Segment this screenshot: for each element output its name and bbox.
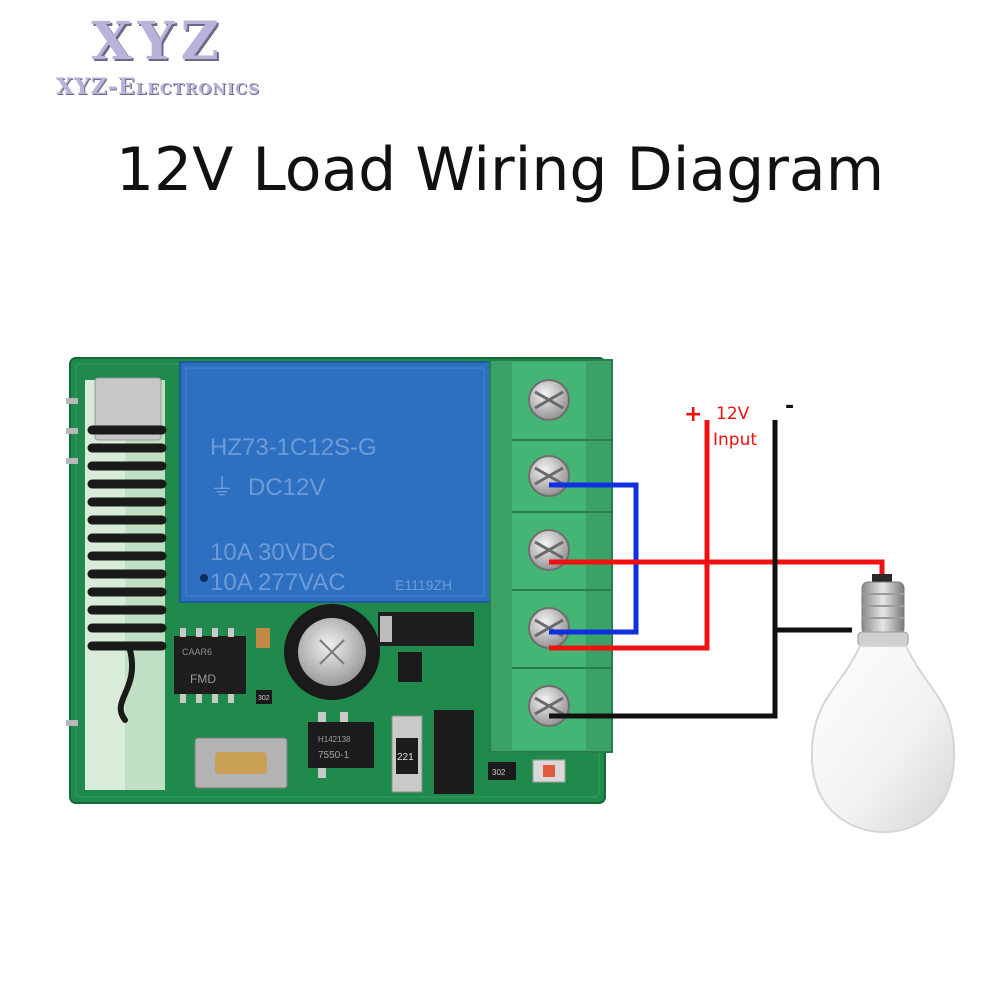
resistor-small-label: 302 xyxy=(258,695,270,702)
wire-blue-jumper xyxy=(549,482,639,635)
wires xyxy=(549,420,885,719)
wire-black-input xyxy=(549,420,778,719)
bulb-screw-base xyxy=(857,581,909,647)
power-transistor xyxy=(434,710,474,794)
smd-components: CAAR6 FMD 302 H142138 7550-1 221 302 xyxy=(174,604,566,794)
receiver-shield xyxy=(94,377,162,441)
terminal-screw xyxy=(528,379,570,421)
regulator-label: 7550-1 xyxy=(318,750,350,761)
relay-rating-ac: 10A 277VAC xyxy=(210,569,346,596)
ic-code: CAAR6 xyxy=(182,647,212,657)
ic-chip xyxy=(174,636,246,694)
input-label: Input xyxy=(713,430,757,450)
voltage-label: 12V xyxy=(716,404,750,424)
antenna-coil xyxy=(87,425,167,723)
relay-coil: DC12V xyxy=(248,474,325,501)
terminal-block xyxy=(489,359,613,753)
wire-red-input xyxy=(549,420,710,651)
resistor-led-label: 302 xyxy=(492,768,506,777)
resistor-221-label: 221 xyxy=(397,752,414,763)
terminal-screw xyxy=(528,685,570,727)
bulb-glass xyxy=(810,645,956,834)
relay-body xyxy=(179,361,491,603)
rf-receiver-strip xyxy=(85,380,125,790)
relay-cert: E1119ZH xyxy=(395,577,452,593)
regulator-code: H142138 xyxy=(318,735,351,744)
relay-rating-dc: 10A 30VDC xyxy=(210,539,335,566)
logo-subtitle: XYZ-Electronics xyxy=(56,74,260,100)
relay-model: HZ73-1C12S-G xyxy=(210,434,377,461)
plus-symbol: + xyxy=(684,402,702,427)
brand-logo: XYZ XYZ-Electronics xyxy=(18,12,298,102)
light-bulb xyxy=(810,574,956,834)
diagram-title: 12V Load Wiring Diagram xyxy=(115,135,885,205)
relay: HZ73-1C12S-G ⏚ DC12V 10A 30VDC 10A 277VA… xyxy=(179,361,491,603)
terminal-screw xyxy=(528,455,570,497)
relay-coil-symbol: ⏚ xyxy=(210,473,234,501)
power-input-labels: + 12V Input - xyxy=(684,394,794,450)
logo-mark: XYZ xyxy=(91,11,225,72)
terminal-screw xyxy=(528,607,570,649)
wire-red-load xyxy=(549,559,885,578)
voltage-regulator xyxy=(308,722,374,768)
ic-label: FMD xyxy=(190,672,216,686)
minus-symbol: - xyxy=(785,394,794,419)
diode xyxy=(378,612,474,646)
